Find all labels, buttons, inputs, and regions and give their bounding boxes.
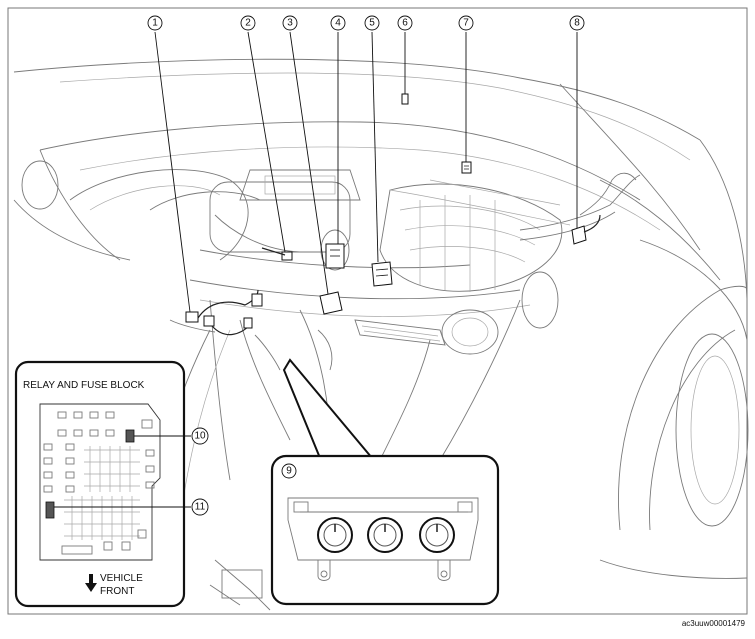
figure-frame xyxy=(7,7,748,615)
component-harness-1 xyxy=(185,289,263,336)
relay-fuse-block-title: RELAY AND FUSE BLOCK xyxy=(23,380,145,391)
vehicle-front-arrow-icon xyxy=(85,574,97,592)
callout-6: 6 xyxy=(397,15,413,31)
vehicle-interior-drawing xyxy=(13,58,749,611)
callout-10-label: 10 xyxy=(194,431,206,442)
vehicle-front-label-line2: FRONT xyxy=(100,586,134,597)
component-7 xyxy=(461,161,472,174)
callout-7-label: 7 xyxy=(463,18,469,29)
callout-7: 7 xyxy=(458,15,474,31)
relay-10 xyxy=(125,429,135,443)
callout-5: 5 xyxy=(364,15,380,31)
callout-leaders xyxy=(154,31,578,313)
callout-3: 3 xyxy=(282,15,298,31)
callout-1-label: 1 xyxy=(152,18,158,29)
callout-2: 2 xyxy=(240,15,256,31)
callout-2-label: 2 xyxy=(245,18,251,29)
callout-8-label: 8 xyxy=(574,18,580,29)
component-8 xyxy=(571,214,601,245)
climate-panel-inset: 9 xyxy=(270,358,500,606)
callout-6-label: 6 xyxy=(402,18,408,29)
callout-3-label: 3 xyxy=(287,18,293,29)
fuse-grid xyxy=(43,411,155,555)
vehicle-front-label-line1: VEHICLE xyxy=(100,573,143,584)
component-5 xyxy=(371,261,393,287)
figure-code: ac3uuw00001479 xyxy=(682,619,746,628)
callout-11-label: 11 xyxy=(195,502,206,513)
callout-1: 1 xyxy=(147,15,163,31)
callout-5-label: 5 xyxy=(369,18,375,29)
callout-9-label: 9 xyxy=(286,466,292,477)
component-6 xyxy=(401,88,409,105)
callout-4-label: 4 xyxy=(335,18,341,29)
knob-mode xyxy=(367,517,403,553)
callout-11: 11 xyxy=(191,498,209,516)
relay-fuse-block-inset: RELAY AND FUSE BLOCK xyxy=(14,360,191,608)
callout-4: 4 xyxy=(330,15,346,31)
callout-8: 8 xyxy=(569,15,585,31)
component-3 xyxy=(319,291,343,315)
knob-fan xyxy=(317,517,353,553)
knob-temp xyxy=(419,517,455,553)
relay-11 xyxy=(45,501,55,519)
callout-10: 10 xyxy=(191,427,209,445)
component-4 xyxy=(320,229,350,271)
component-2 xyxy=(261,247,293,261)
